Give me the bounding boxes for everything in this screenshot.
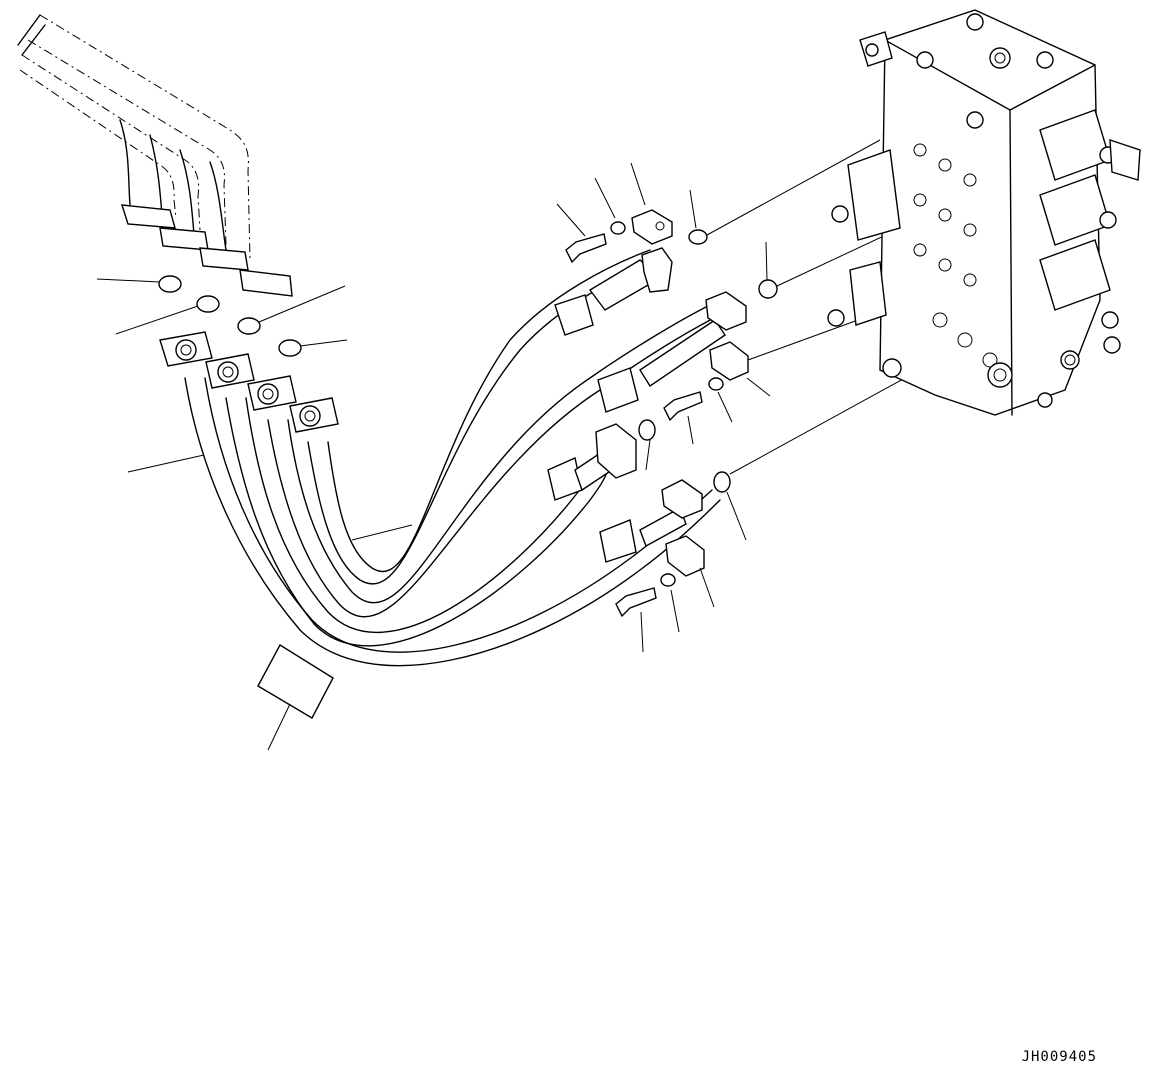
- washer: [708, 377, 724, 391]
- o-ring: [196, 295, 220, 313]
- lower-middle-clamp: [595, 423, 637, 479]
- o-ring: [713, 471, 731, 493]
- leader-line: [115, 305, 199, 335]
- steel-tube-bundle: [17, 14, 251, 261]
- tube-end-flanges: [121, 204, 293, 297]
- o-rings-left: [96, 275, 348, 357]
- o-ring: [237, 317, 261, 335]
- o-ring: [278, 339, 302, 357]
- drawing-code: JH009405: [1021, 1049, 1097, 1065]
- leader-line: [127, 454, 205, 473]
- o-ring: [758, 279, 778, 299]
- split-flange-clamp: [661, 479, 703, 519]
- leader-line: [706, 139, 881, 236]
- leader-line: [717, 391, 733, 423]
- split-flange-clamp: [641, 247, 673, 293]
- leader-line: [699, 567, 715, 608]
- leader-line: [299, 339, 348, 347]
- washer: [610, 221, 626, 235]
- leader-line: [556, 203, 586, 237]
- bolt: [615, 587, 657, 618]
- o-rings-right: [688, 139, 906, 541]
- middle-clamp-set: [638, 291, 771, 471]
- leader-line: [267, 703, 291, 751]
- bolt: [663, 391, 703, 422]
- washer: [660, 573, 676, 587]
- split-flange-clamp: [631, 209, 673, 245]
- lower-clamp-set: [615, 479, 715, 653]
- leader-line: [630, 162, 646, 206]
- split-flange-clamp: [665, 535, 705, 577]
- o-ring: [638, 419, 656, 441]
- o-ring: [688, 229, 708, 245]
- leader-line: [726, 491, 747, 541]
- split-flange-clamp: [705, 291, 747, 331]
- leader-line: [687, 415, 694, 445]
- leader-line: [351, 524, 413, 541]
- leader-line: [258, 285, 346, 323]
- leader-line: [765, 241, 768, 281]
- control-valve-assembly: [827, 9, 1141, 416]
- leader-line: [747, 319, 859, 361]
- bolt: [565, 233, 607, 264]
- hose-flange-fittings-left: [159, 331, 339, 433]
- leader-line: [729, 377, 906, 475]
- leader-line: [689, 189, 697, 229]
- leader-line: [645, 439, 651, 471]
- leader-line: [96, 278, 161, 283]
- hose-bundle-tag: [127, 454, 413, 751]
- split-flange-clamp: [595, 423, 637, 479]
- leader-line: [670, 589, 680, 633]
- leader-line: [746, 377, 771, 397]
- leader-line: [640, 611, 644, 653]
- upper-clamp-set: [556, 162, 673, 293]
- leader-line: [594, 177, 616, 219]
- split-flange-clamp: [709, 341, 749, 381]
- hydraulic-hoses: [184, 249, 726, 667]
- o-ring: [158, 275, 182, 293]
